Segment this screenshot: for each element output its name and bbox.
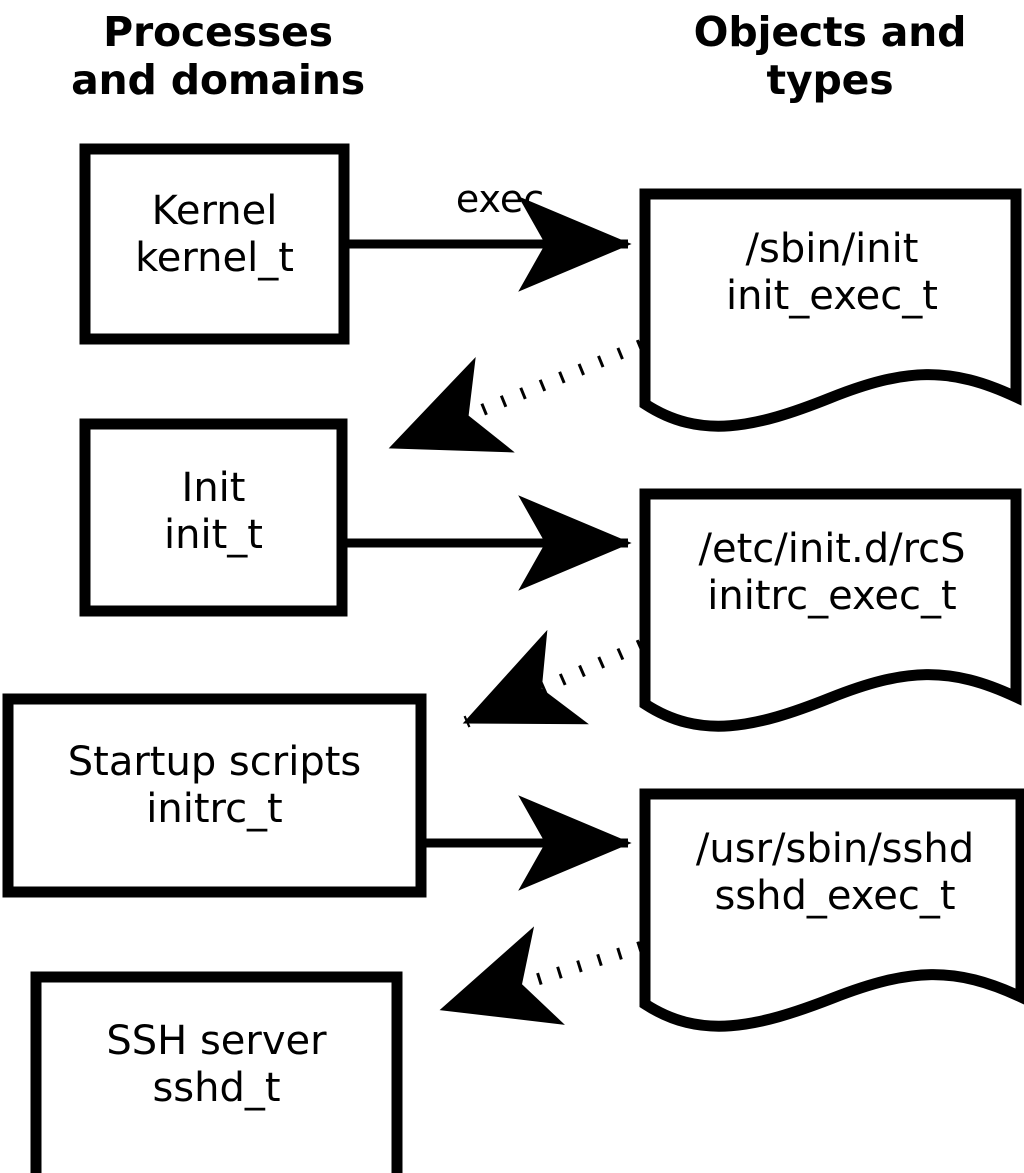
node-label-sshd_exec: /usr/sbin/sshd sshd_exec_t [695, 826, 975, 920]
node-shape-kernel [79, 143, 350, 345]
edge-init_exec-transition-init [388, 339, 644, 453]
node-label-kernel: Kernel kernel_t [135, 188, 294, 282]
node-label-init: Init init_t [164, 465, 263, 559]
node-label-init_exec: /sbin/init init_exec_t [726, 226, 938, 320]
node-shape-init [79, 418, 348, 617]
node-label-initrc: Startup scripts initrc_t [67, 739, 362, 833]
column-header-objects: Objects and types [693, 8, 967, 105]
node-shape-sshd [30, 971, 403, 1173]
node-shape-initrc_exec [639, 488, 1022, 732]
edge-initrc_exec-transition-initrc [462, 629, 644, 728]
node-shape-sshd_exec [639, 788, 1024, 1032]
node-label-sshd: SSH server sshd_t [106, 1018, 327, 1112]
edge-sshd_exec-transition-sshd [439, 926, 643, 1025]
node-label-initrc_exec: /etc/init.d/rcS initrc_exec_t [698, 526, 966, 620]
node-shape-initrc [2, 693, 427, 898]
column-header-processes: Processes and domains [71, 8, 365, 105]
node-shape-init_exec [639, 188, 1022, 432]
edge-label-exec: exec [455, 177, 545, 221]
